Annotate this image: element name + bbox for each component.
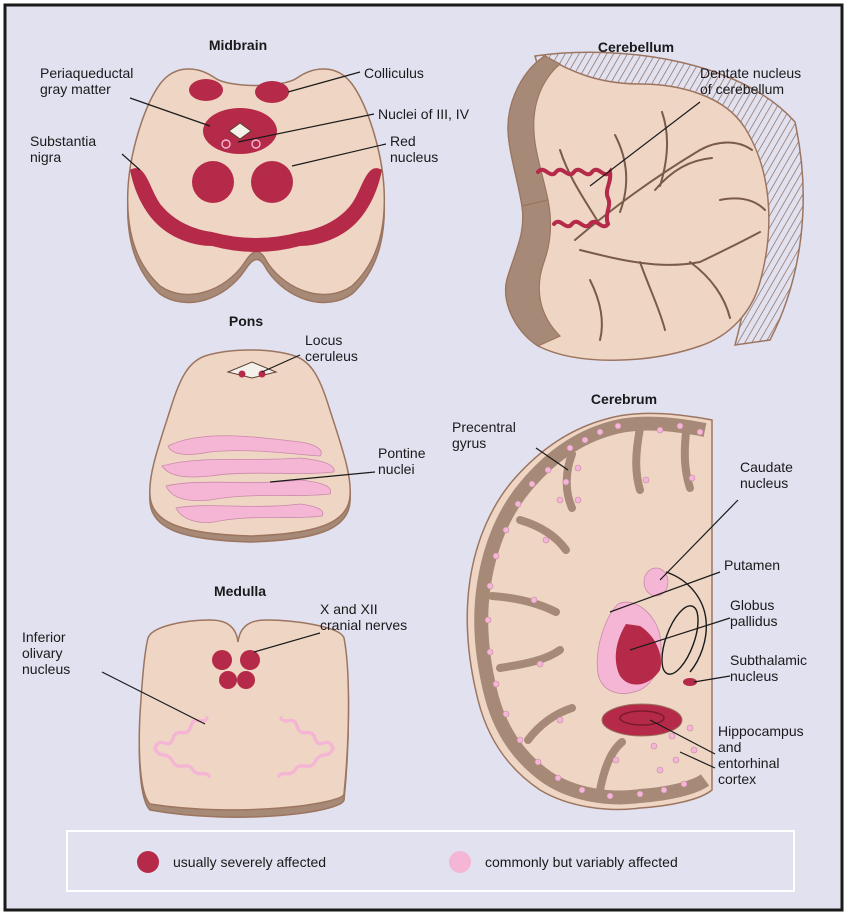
red-nucleus-right	[251, 161, 293, 203]
cranial-nerve-x-left	[212, 650, 232, 670]
label-hippocampus-line: Hippocampus	[718, 723, 804, 739]
label-inferior-line: nucleus	[22, 661, 70, 677]
label-globus-line: pallidus	[730, 613, 777, 629]
label-red-line: Red	[390, 133, 416, 149]
legend-severe-label: usually severely affected	[173, 854, 326, 870]
cerebellum-section	[506, 52, 803, 360]
cranial-nerve-xii-left	[219, 671, 237, 689]
label-precentral-line: gyrus	[452, 435, 486, 451]
label-pontine-line: nuclei	[378, 461, 415, 477]
label-nuclei-line: Nuclei of III, IV	[378, 106, 470, 122]
label-globus-line: Globus	[730, 597, 774, 613]
label-periaqueductal-line: Periaqueductal	[40, 65, 133, 81]
label-colliculus: Colliculus	[364, 65, 424, 81]
label-nuclei: Nuclei of III, IV	[378, 106, 470, 122]
label-periaqueductal-line: gray matter	[40, 81, 111, 97]
colliculus-left	[189, 79, 223, 101]
label-xxii-line: X and XII	[320, 601, 378, 617]
medulla-outline	[139, 620, 348, 810]
cranial-nerve-x-right	[240, 650, 260, 670]
label-hippocampus-line: entorhinal	[718, 755, 780, 771]
label-hippocampus-line: and	[718, 739, 741, 755]
legend-severe-swatch	[137, 851, 159, 873]
label-substantia-line: nigra	[30, 149, 61, 165]
label-locus-line: ceruleus	[305, 348, 358, 364]
red-nucleus-left	[192, 161, 234, 203]
label-locus-line: Locus	[305, 332, 342, 348]
medulla-section	[139, 620, 348, 817]
label-putamen: Putamen	[724, 557, 780, 573]
legend-variable-swatch	[449, 851, 471, 873]
nuclei-iii-iv-right	[252, 140, 260, 148]
label-dentate-line: Dentate nucleus	[700, 65, 801, 81]
hippocampus-shape	[602, 704, 682, 736]
label-putamen-line: Putamen	[724, 557, 780, 573]
label-inferior-line: olivary	[22, 645, 62, 661]
label-substantia-line: Substantia	[30, 133, 96, 149]
label-caudate-line: Caudate	[740, 459, 793, 475]
label-pontine-line: Pontine	[378, 445, 426, 461]
label-inferior-line: Inferior	[22, 629, 66, 645]
cerebellum-title: Cerebellum	[598, 39, 674, 55]
nuclei-iii-iv-left	[222, 140, 230, 148]
label-caudate-line: nucleus	[740, 475, 788, 491]
colliculus-right	[255, 81, 289, 103]
locus-ceruleus-left	[239, 371, 246, 378]
label-subthalamic-line: Subthalamic	[730, 652, 807, 668]
label-precentral-line: Precentral	[452, 419, 516, 435]
label-red-line: nucleus	[390, 149, 438, 165]
label-hippocampus-line: cortex	[718, 771, 756, 787]
label-dentate-line: of cerebellum	[700, 81, 784, 97]
medulla-title: Medulla	[214, 583, 266, 599]
label-colliculus-line: Colliculus	[364, 65, 424, 81]
legend-variable-label: commonly but variably affected	[485, 854, 678, 870]
pons-title: Pons	[229, 313, 263, 329]
cranial-nerve-xii-right	[237, 671, 255, 689]
midbrain-title: Midbrain	[209, 37, 267, 53]
label-xxii-line: cranial nerves	[320, 617, 407, 633]
cerebrum-title: Cerebrum	[591, 391, 657, 407]
label-subthalamic-line: nucleus	[730, 668, 778, 684]
